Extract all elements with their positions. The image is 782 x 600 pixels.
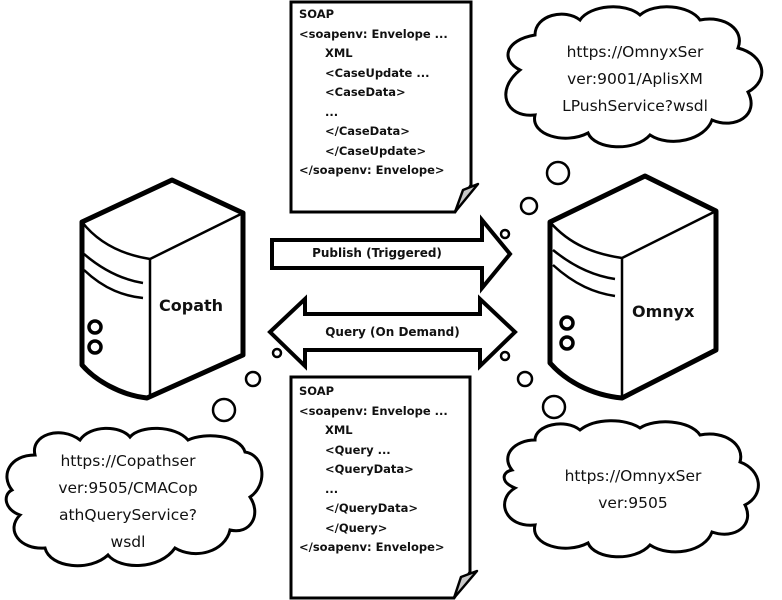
cloud-omnyx-push-text: https://OmnyxSer ver:9001/AplisXM LPushS… [535,39,735,120]
doc-line: ... [325,481,339,496]
bubble-circle [519,196,539,216]
doc-line: </QueryData> [325,501,418,515]
cloud-line: https://Copathser [60,452,196,470]
doc-line: XML [325,423,353,437]
doc-line: SOAP [299,384,335,398]
cloud-line: ver:9001/AplisXM [567,70,703,88]
cloud-omnyx-server-text: https://OmnyxSer ver:9505 [533,463,733,517]
doc-line: </soapenv: Envelope> [299,163,445,177]
bubble-circle [271,347,283,359]
cloud-copath-query [4,426,264,568]
cloud-copath-query-text: https://Copathser ver:9505/CMACop athQue… [28,448,228,556]
bubble-circle [499,228,511,240]
publish-arrow-label: Publish (Triggered) [312,246,442,260]
query-arrow-label: Query (On Demand) [325,325,460,339]
cloud-omnyx-server [502,419,760,559]
copath-server-icon [79,177,246,401]
bubble-circle [541,394,567,420]
doc-line: <Query ... [325,442,391,457]
soap-document-bottom-text: SOAP <soapenv: Envelope ... XML <Query .… [299,382,448,558]
bubble-circle [545,160,571,186]
doc-line: </CaseData> [325,124,410,138]
cloud-line: https://OmnyxSer [566,43,704,61]
publish-arrow [270,214,513,294]
omnyx-server-label: Omnyx [632,302,695,321]
doc-line: SOAP [299,7,335,21]
query-arrow [267,294,518,371]
cloud-line: ver:9505/CMACop [58,479,198,497]
doc-line: <CaseUpdate ... [325,65,430,80]
doc-line: XML [325,46,353,60]
doc-line: </soapenv: Envelope> [299,540,445,554]
doc-line: <soapenv: Envelope ... [299,403,448,418]
doc-line: </CaseUpdate> [325,143,427,158]
cloud-line: athQueryService? [58,506,198,524]
soap-document-top [289,0,480,214]
doc-line: <QueryData> [325,462,414,476]
bubble-circle [499,350,511,362]
cloud-line: https://OmnyxSer [564,467,702,485]
doc-line: </Query> [325,520,388,535]
soap-document-bottom [289,375,479,600]
bubble-circle [211,397,237,423]
copath-server-label: Copath [159,296,224,315]
cloud-line: LPushService?wsdl [562,97,708,115]
doc-line: <soapenv: Envelope ... [299,26,448,41]
cloud-line: ver:9505 [598,494,668,512]
doc-line: <CaseData> [325,85,406,99]
cloud-omnyx-push [504,5,764,149]
soap-document-top-text: SOAP <soapenv: Envelope ... XML <CaseUpd… [299,5,448,181]
bubble-circle [244,370,262,388]
bubble-circle [516,370,534,388]
cloud-line: wsdl [110,533,146,551]
thought-bubbles [211,160,571,423]
doc-line: ... [325,104,339,119]
omnyx-server-icon [547,173,719,401]
